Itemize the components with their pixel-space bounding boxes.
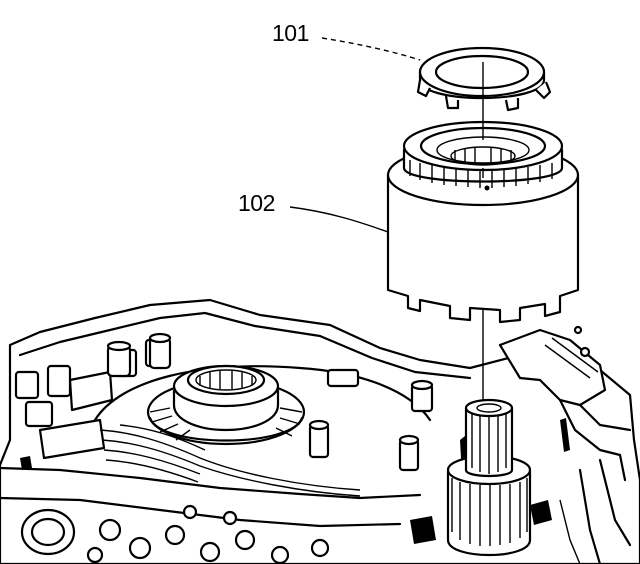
leader-line-101 [321,37,421,61]
thrust-washer-101 [416,46,552,112]
callout-label-102: 102 [238,190,275,216]
transmission-case [0,298,640,564]
input-shaft [446,398,532,557]
clutch-housing-102 [386,120,580,324]
leader-line-102 [289,206,389,233]
callout-label-101: 101 [272,20,309,46]
